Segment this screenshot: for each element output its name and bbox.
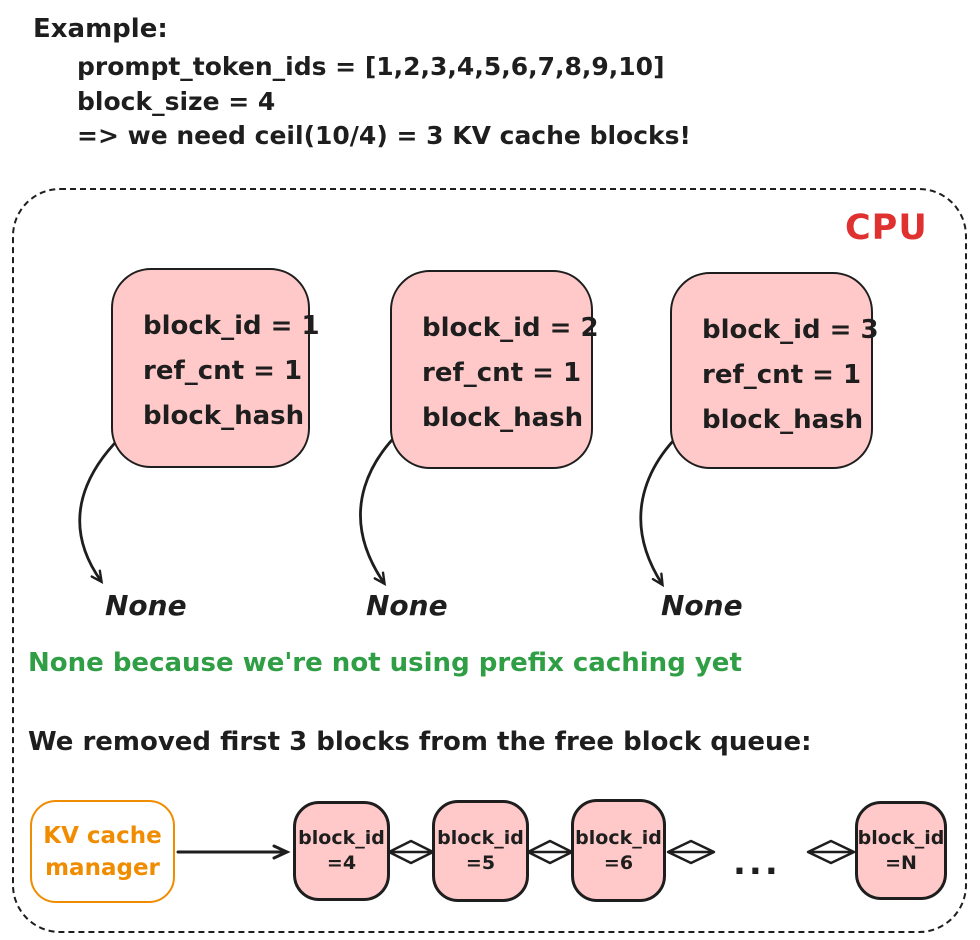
kv-manager-line1: KV cache xyxy=(43,822,162,849)
queue-blockN-label: block_id xyxy=(857,826,945,849)
free-queue-caption: We removed first 3 blocks from the free … xyxy=(28,727,812,757)
queue-block-5: block_id =5 xyxy=(432,800,529,902)
none-label-1: None xyxy=(105,589,187,622)
queue-block-6: block_id =6 xyxy=(571,799,666,902)
kv-cache-manager-box: KV cache manager xyxy=(30,800,175,903)
queue-block6-value: =6 xyxy=(603,851,634,874)
kv-block-1: block_id = 1 ref_cnt = 1 block_hash xyxy=(111,268,320,468)
block1-id: block_id = 1 xyxy=(143,311,320,341)
queue-block4-label: block_id xyxy=(298,827,385,849)
block3-refcnt: ref_cnt = 1 xyxy=(702,360,862,390)
example-title: Example: xyxy=(33,14,168,44)
cpu-label: CPU xyxy=(845,208,928,248)
block2-hash: block_hash xyxy=(422,403,584,433)
queue-block4-value: =4 xyxy=(326,852,357,874)
queue-blockN-value: =N xyxy=(885,851,917,874)
block3-hash: block_hash xyxy=(702,405,864,435)
none-label-2: None xyxy=(366,589,448,622)
queue-ellipsis: ... xyxy=(733,843,781,883)
queue-block6-label: block_id xyxy=(575,826,662,849)
prefix-caching-note: None because we're not using prefix cach… xyxy=(28,648,742,678)
kv-block-3: block_id = 3 ref_cnt = 1 block_hash xyxy=(670,272,879,469)
none-label-3: None xyxy=(661,589,743,622)
block3-id: block_id = 3 xyxy=(702,315,879,345)
queue-block5-label: block_id xyxy=(437,827,524,849)
example-line-conclusion: => we need ceil(10/4) = 3 KV cache block… xyxy=(77,121,691,150)
queue-block-4: block_id =4 xyxy=(293,801,390,901)
kv-manager-line2: manager xyxy=(45,854,160,881)
example-line-block-size: block_size = 4 xyxy=(77,87,276,116)
block1-hash: block_hash xyxy=(143,401,305,431)
block1-refcnt: ref_cnt = 1 xyxy=(143,356,303,386)
cpu-dashed-container xyxy=(12,188,967,933)
queue-block-N: block_id =N xyxy=(855,801,947,900)
example-line-prompt-token-ids: prompt_token_ids = [1,2,3,4,5,6,7,8,9,10… xyxy=(77,52,665,81)
kv-block-2: block_id = 2 ref_cnt = 1 block_hash xyxy=(390,270,599,469)
block2-id: block_id = 2 xyxy=(422,313,599,343)
queue-block5-value: =5 xyxy=(465,852,496,874)
block2-refcnt: ref_cnt = 1 xyxy=(422,358,582,388)
